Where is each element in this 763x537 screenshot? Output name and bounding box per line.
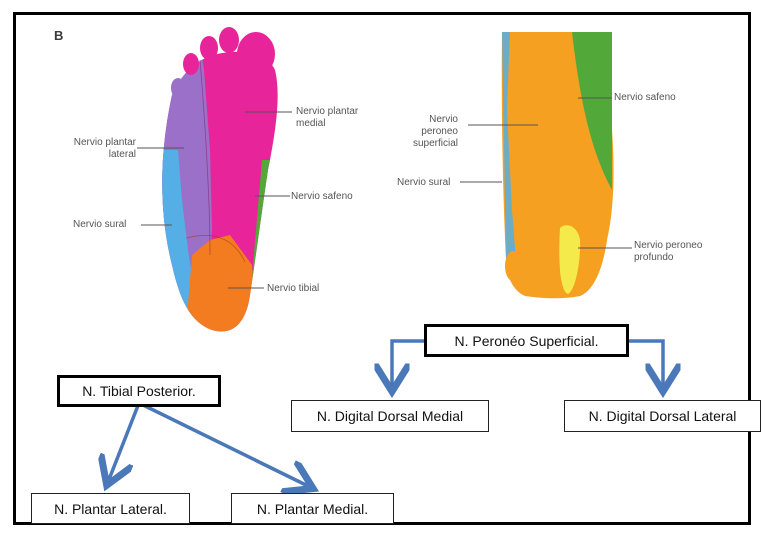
node-digital-dorsal-medial: N. Digital Dorsal Medial	[291, 400, 489, 432]
label-dorsal-safeno: Nervio safeno	[614, 92, 676, 104]
dorsal-foot	[460, 32, 632, 298]
node-peroneo-superficial: N. Peronéo Superficial.	[424, 324, 629, 357]
node-plantar-medial: N. Plantar Medial.	[231, 493, 394, 524]
label-plantar-safeno: Nervio safeno	[291, 191, 353, 203]
label-dorsal-peroneo-superficial: Nervio peroneo superficial	[380, 114, 458, 150]
label-dorsal-peroneo-profundo: Nervio peroneo profundo	[634, 240, 702, 264]
label-plantar-tibial: Nervio tibial	[267, 283, 319, 295]
label-plantar-lateral: Nervio plantar lateral	[48, 137, 136, 161]
label-plantar-medial: Nervio plantar medial	[296, 106, 358, 130]
label-plantar-sural: Nervio sural	[73, 219, 126, 231]
node-digital-dorsal-lateral: N. Digital Dorsal Lateral	[564, 400, 761, 432]
node-tibial-posterior: N. Tibial Posterior.	[57, 375, 221, 407]
label-dorsal-sural: Nervio sural	[397, 177, 450, 189]
node-plantar-lateral: N. Plantar Lateral.	[31, 493, 190, 524]
